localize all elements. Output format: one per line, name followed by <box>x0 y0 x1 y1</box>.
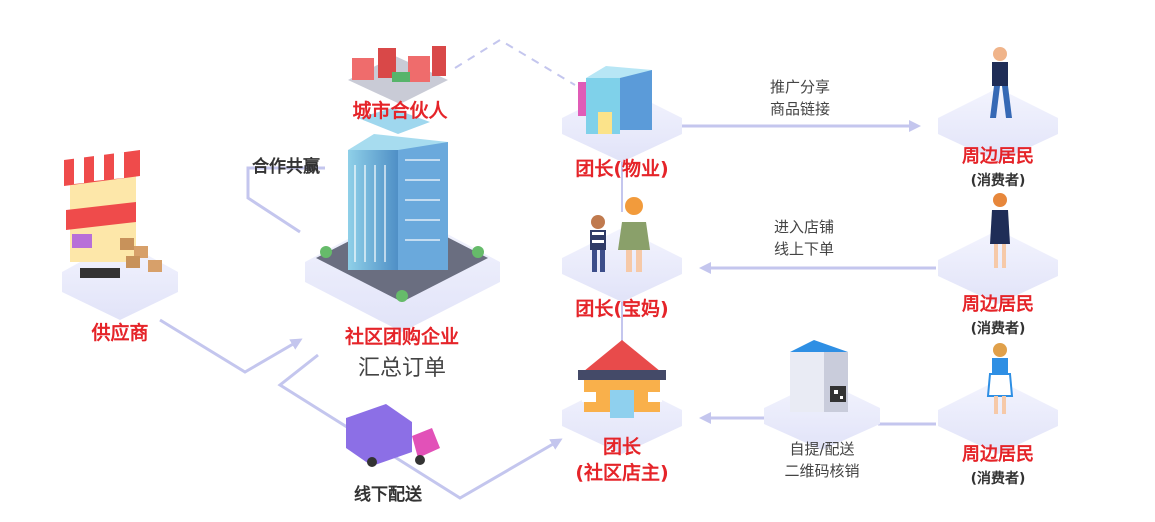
supplier-label: 供应商 <box>91 322 149 344</box>
platform-resident-1 <box>938 88 1058 162</box>
resident-3-sublabel: (消费者) <box>970 471 1026 487</box>
pickup-label: 自提/配送 二维码核销 <box>784 438 859 482</box>
resident-icon-2 <box>990 193 1010 268</box>
pickup-line-2: 二维码核销 <box>784 462 860 480</box>
order-label: 进入店铺 线上下单 <box>774 216 834 260</box>
pickup-line-1: 自提/配送 <box>789 440 855 458</box>
order-line-2: 线上下单 <box>773 240 835 258</box>
resident-icon-1 <box>990 47 1012 118</box>
share-line-2: 商品链接 <box>769 100 831 118</box>
offline-delivery-label: 线下配送 <box>354 485 422 505</box>
storefront-icon <box>578 340 666 418</box>
resident-2-label: 周边居民 <box>962 294 1034 315</box>
resident-icon-3 <box>986 343 1014 414</box>
city-partner-label: 城市合伙人 <box>352 100 448 122</box>
resident-1-sublabel: (消费者) <box>970 173 1026 189</box>
resident-2-sublabel: (消费者) <box>970 321 1026 337</box>
order-line-1: 进入店铺 <box>773 218 835 236</box>
cooperate-label: 合作共赢 <box>252 157 320 177</box>
enterprise-label: 社区团购企业 <box>344 326 460 348</box>
qr-building-icon <box>790 340 848 412</box>
enterprise-sublabel: 汇总订单 <box>357 356 447 381</box>
office-tower-icon <box>316 108 488 302</box>
leader-mom-label: 团长(宝妈) <box>575 298 669 320</box>
platforms <box>62 88 1058 454</box>
resident-3-label: 周边居民 <box>962 444 1034 465</box>
connector-supplier-enterprise <box>159 318 303 374</box>
resident-1-label: 周边居民 <box>962 146 1034 167</box>
share-label: 推广分享 商品链接 <box>770 76 830 120</box>
platform-resident-3 <box>938 380 1058 454</box>
delivery-truck-icon <box>346 404 440 467</box>
connector-cooperate <box>246 166 325 234</box>
leader-store-label-1: 团长 <box>602 436 642 458</box>
leader-property-label: 团长(物业) <box>575 158 669 180</box>
city-buildings-icon <box>348 46 448 104</box>
leader-store-label-2: (社区店主) <box>575 462 669 484</box>
share-line-1: 推广分享 <box>769 78 831 96</box>
apartment-building-icon <box>578 66 652 134</box>
mother-child-icon <box>590 197 650 272</box>
connector-city-property <box>454 38 576 86</box>
market-stall-icon <box>64 150 162 278</box>
